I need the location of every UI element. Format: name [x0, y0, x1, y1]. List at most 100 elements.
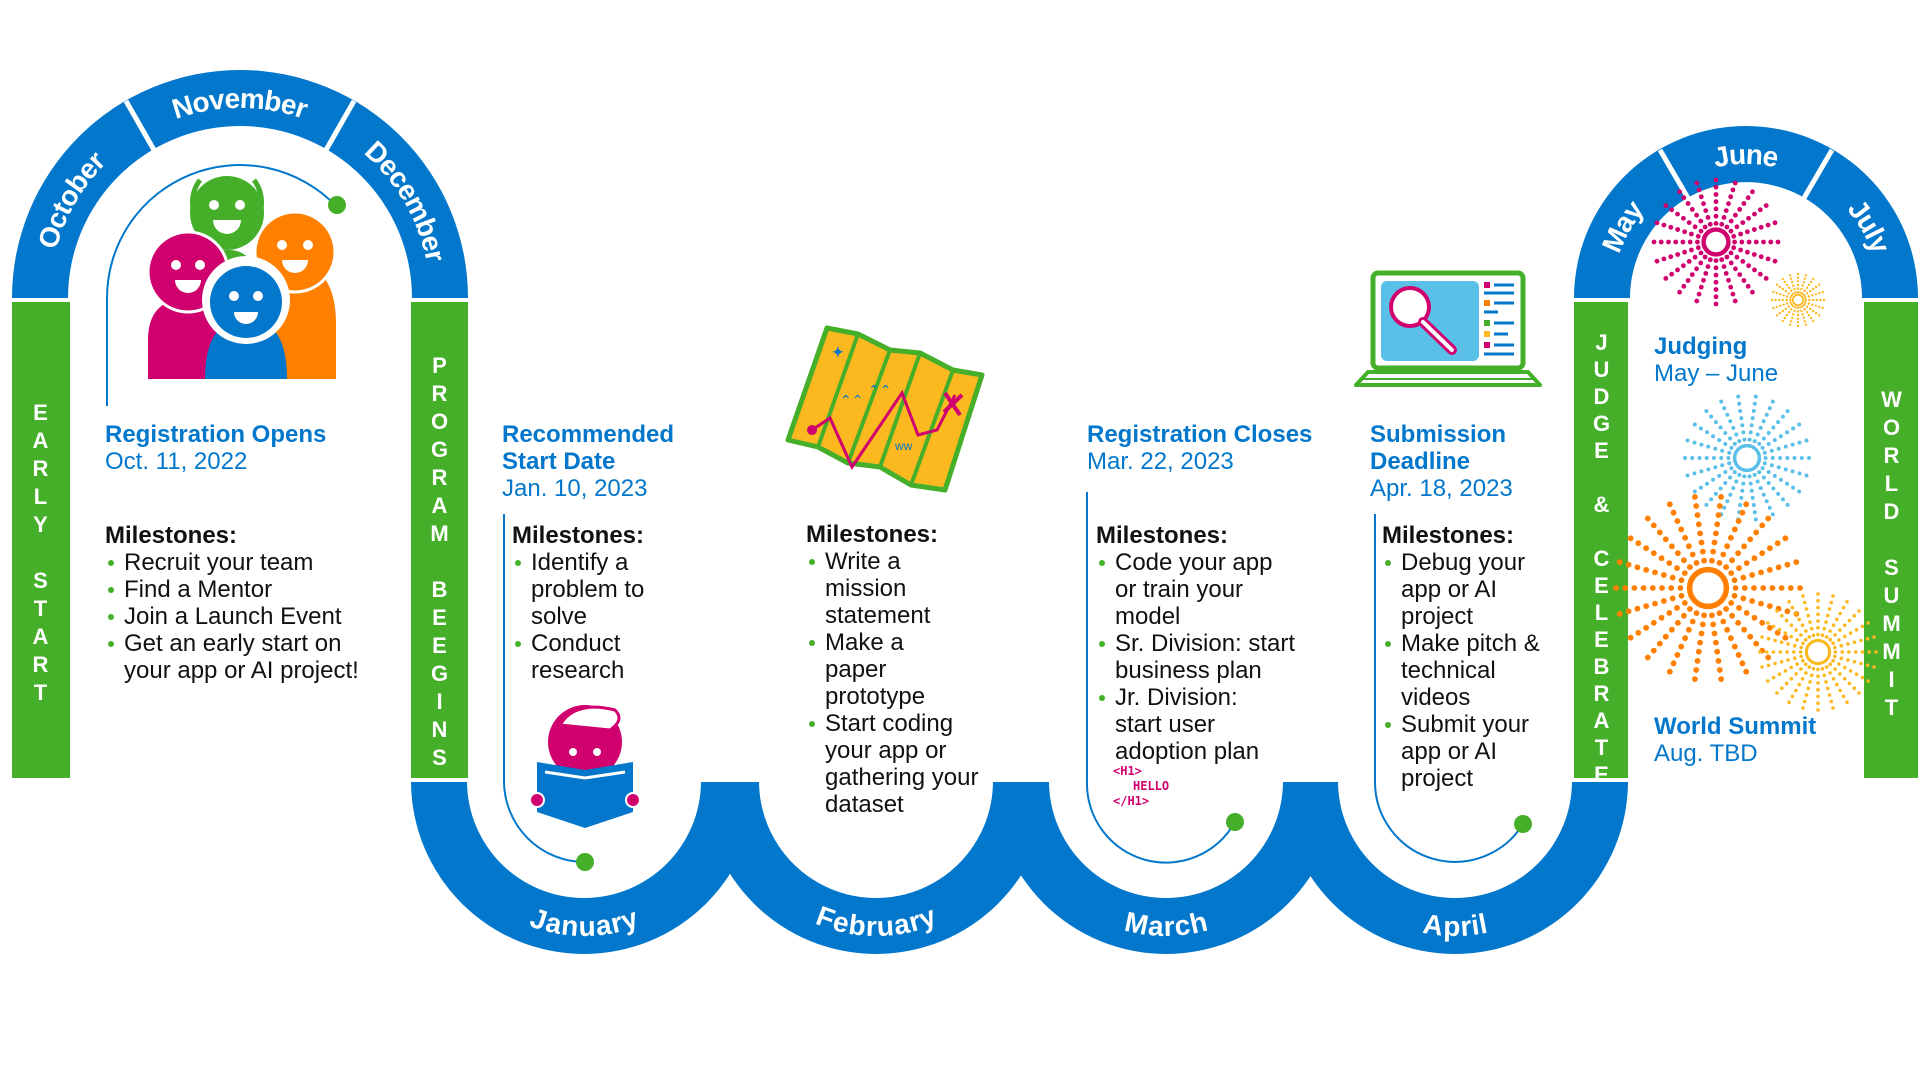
firework-dot	[1772, 306, 1775, 310]
firework-dot	[1804, 607, 1809, 611]
firework-dot	[1803, 320, 1807, 323]
firework-dot	[1829, 600, 1834, 605]
firework-dot	[1842, 623, 1847, 628]
firework-dot	[1816, 708, 1820, 712]
firework-dot	[1838, 611, 1842, 616]
firework-dot	[1801, 706, 1805, 710]
firework-dot	[1766, 663, 1771, 668]
firework-dot	[1716, 667, 1723, 673]
firework-dot	[1711, 477, 1716, 482]
firework-dot	[1809, 289, 1812, 293]
firework-dot	[1737, 439, 1742, 444]
firework-dot	[1784, 681, 1789, 686]
firework-dot	[1717, 473, 1722, 478]
firework-dot	[1692, 471, 1697, 476]
firework-dot	[1747, 474, 1752, 479]
firework-dot	[1847, 618, 1852, 623]
firework-dot	[1824, 680, 1828, 684]
firework-dot	[1766, 442, 1771, 446]
firework-dot	[1782, 634, 1789, 641]
firework-dot	[1702, 224, 1708, 230]
firework-dot	[1775, 291, 1778, 295]
firework-dot	[1797, 682, 1801, 687]
firework-dot	[1865, 663, 1870, 668]
registration-opens-title: Registration Opens	[105, 421, 327, 448]
firework-dot	[1743, 560, 1750, 566]
firework-dot	[1794, 306, 1797, 309]
firework-dot	[1811, 298, 1815, 302]
firework-dot	[1814, 293, 1818, 296]
firework-dot	[1728, 635, 1734, 642]
firework-dot	[1806, 686, 1810, 691]
firework-dot	[1789, 296, 1792, 299]
firework-dot	[1776, 491, 1781, 496]
firework-dot	[1766, 567, 1773, 573]
firework-dot	[1766, 431, 1771, 435]
firework-dot	[1788, 323, 1792, 326]
firework-dot	[1796, 287, 1800, 290]
firework-dot	[1716, 560, 1723, 566]
firework-dot	[1723, 271, 1729, 276]
firework-dot	[1859, 661, 1863, 666]
firework-dot	[1785, 295, 1789, 298]
firework-dot	[1627, 535, 1634, 542]
firework-dot	[1747, 633, 1754, 640]
firework-dot	[1674, 652, 1681, 658]
firework-dot	[1634, 605, 1641, 612]
firework-dot	[1705, 430, 1709, 435]
firework-dot	[1613, 585, 1619, 591]
firework-dot	[1751, 585, 1757, 591]
firework-dot	[1701, 612, 1707, 619]
firework-dot	[1687, 606, 1693, 612]
firework-dot	[1732, 585, 1739, 591]
connector-line	[503, 514, 586, 863]
firework-dot	[1719, 257, 1725, 263]
firework-dot	[1782, 535, 1789, 542]
firework-dot	[1732, 470, 1737, 475]
firework-dot	[1803, 289, 1806, 292]
firework-dot	[1771, 675, 1776, 680]
firework-dot	[1794, 628, 1798, 632]
firework-dot	[1807, 295, 1811, 298]
firework-dot	[1718, 486, 1723, 491]
firework-dot	[1854, 672, 1859, 676]
firework-dot	[1831, 641, 1835, 646]
firework-dot	[1845, 700, 1849, 704]
firework-dot	[1779, 660, 1784, 664]
firework-dot	[1816, 667, 1820, 672]
firework-dot	[1656, 640, 1663, 647]
firework-dot	[1835, 682, 1839, 687]
firework-dot	[1692, 422, 1697, 427]
firework-dot	[1696, 187, 1702, 193]
firework-dot	[1833, 645, 1837, 650]
firework-dot	[1770, 399, 1775, 404]
firework-dot	[1818, 291, 1821, 295]
firework-dot	[1757, 441, 1762, 446]
firework-dot	[1791, 316, 1794, 319]
firework-dot	[1674, 518, 1681, 524]
firework-dot	[1739, 660, 1746, 667]
firework-dot	[1694, 212, 1699, 218]
registration-opens-block: Registration Opens Oct. 11, 2022 Milesto…	[105, 421, 405, 684]
firework-dot	[1761, 492, 1766, 497]
firework-dot	[1713, 184, 1719, 190]
firework-dot	[1795, 638, 1799, 642]
firework-dot	[1698, 260, 1704, 266]
firework-dot	[1847, 681, 1852, 686]
firework-dot	[1737, 472, 1742, 477]
connector-line	[1373, 514, 1524, 863]
firework-dot	[1695, 648, 1702, 655]
firework-dot	[1811, 667, 1816, 671]
firework-dot	[1689, 618, 1696, 625]
firework-dot	[1743, 610, 1750, 616]
firework-dot	[1643, 567, 1650, 573]
firework-dot	[1771, 650, 1776, 654]
firework-dot	[1833, 650, 1838, 654]
firework-dot	[1739, 239, 1745, 245]
firework-dot	[1838, 628, 1842, 632]
firework-dot	[1711, 630, 1718, 637]
firework-dot	[1772, 438, 1777, 443]
firework-dot	[1758, 425, 1763, 430]
firework-dot	[1816, 626, 1820, 630]
firework-dot	[1713, 192, 1719, 197]
